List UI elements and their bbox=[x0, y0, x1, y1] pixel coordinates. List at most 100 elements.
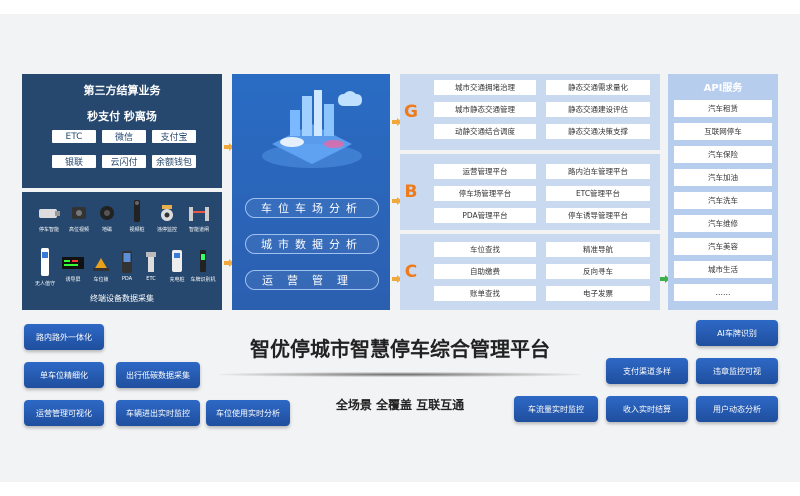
api-item[interactable]: …… bbox=[674, 284, 772, 301]
api-panel: API服务 汽车租赁 互联网停车 汽车保险 汽车加油 汽车洗车 汽车维修 汽车美… bbox=[668, 74, 778, 310]
g-item[interactable]: 城市静态交通管理 bbox=[434, 102, 536, 117]
pay-method-alipay[interactable]: 支付宝 bbox=[152, 130, 196, 143]
feature-button[interactable]: 车辆进出实时监控 bbox=[116, 400, 200, 426]
api-item[interactable]: 互联网停车 bbox=[674, 123, 772, 140]
device-label: 高位视频 bbox=[68, 227, 89, 233]
feature-button[interactable]: 单车位精细化 bbox=[24, 362, 104, 388]
feature-button[interactable]: 车位使用实时分析 bbox=[206, 400, 290, 426]
api-item[interactable]: 城市生活 bbox=[674, 261, 772, 278]
pay-method-etc[interactable]: ETC bbox=[52, 130, 96, 143]
etc-reader-icon bbox=[138, 250, 164, 274]
feature-button[interactable]: 车流量实时监控 bbox=[514, 396, 598, 422]
b-item[interactable]: PDA管理平台 bbox=[434, 208, 536, 223]
pill-operations[interactable]: 运营管理 bbox=[245, 270, 379, 290]
arrow-right-icon bbox=[392, 268, 402, 287]
feature-button[interactable]: 路内路外一体化 bbox=[24, 324, 104, 350]
geomagnetic-icon bbox=[94, 202, 120, 224]
pill-city-data-analysis[interactable]: 城市数据分析 bbox=[245, 234, 379, 254]
device-label: 车位锁 bbox=[93, 277, 109, 283]
led-screen-icon bbox=[60, 252, 86, 274]
device-plate-recognizer: 车牌识别机 bbox=[186, 248, 220, 283]
feature-button[interactable]: 运营管理可视化 bbox=[24, 400, 104, 426]
device-parking-lock: 车位锁 bbox=[84, 252, 118, 283]
payment-subtitle: 秒支付 秒离场 bbox=[87, 110, 157, 123]
feature-button[interactable]: 违章监控可视 bbox=[696, 358, 778, 384]
charger-icon bbox=[164, 248, 190, 274]
device-smart-gate: 智能道闸 bbox=[182, 202, 216, 233]
g-item[interactable]: 静态交通建设评估 bbox=[546, 102, 650, 117]
video-pile-icon bbox=[124, 198, 150, 224]
b-panel: B 运营管理平台 路内泊车管理平台 停车场管理平台 ETC管理平台 PDA管理平… bbox=[400, 154, 660, 230]
api-item[interactable]: 汽车租赁 bbox=[674, 100, 772, 117]
b-item[interactable]: 停车场管理平台 bbox=[434, 186, 536, 201]
device-parking-sensor: 停车智能 bbox=[32, 202, 66, 233]
c-panel: C 车位查找 精准导航 自助缴费 反向寻车 账单查找 电子发票 bbox=[400, 234, 660, 310]
c-item[interactable]: 电子发票 bbox=[546, 286, 650, 301]
api-item[interactable]: 汽车维修 bbox=[674, 215, 772, 232]
pay-method-quickpass[interactable]: 云闪付 bbox=[102, 155, 146, 168]
c-item[interactable]: 精准导航 bbox=[546, 242, 650, 257]
g-item[interactable]: 城市交通拥堵治理 bbox=[434, 80, 536, 95]
device-label: 充电桩 bbox=[169, 277, 185, 283]
api-item[interactable]: 汽车加油 bbox=[674, 169, 772, 186]
feature-button[interactable]: 出行低碳数据采集 bbox=[116, 362, 200, 388]
device-label: 停车智能 bbox=[38, 227, 59, 233]
camera-icon bbox=[36, 202, 62, 224]
c-item[interactable]: 车位查找 bbox=[434, 242, 536, 257]
b-letter: B bbox=[404, 182, 418, 202]
title-divider bbox=[220, 372, 580, 377]
device-charger: 充电桩 bbox=[160, 248, 194, 283]
api-item[interactable]: 汽车洗车 bbox=[674, 192, 772, 209]
c-item[interactable]: 账单查找 bbox=[434, 286, 536, 301]
device-guide-screen: 诱导屏 bbox=[56, 252, 90, 283]
feature-button[interactable]: 支付渠道多样 bbox=[606, 358, 688, 384]
arrow-right-icon bbox=[660, 268, 670, 287]
arrow-right-icon bbox=[224, 252, 234, 271]
device-label: 地磁 bbox=[101, 227, 112, 233]
pay-method-wallet[interactable]: 余额钱包 bbox=[152, 155, 196, 168]
arrow-right-icon bbox=[224, 136, 234, 155]
kiosk-icon bbox=[32, 246, 58, 278]
device-label: 诱导屏 bbox=[65, 277, 81, 283]
feature-button[interactable]: AI车牌识别 bbox=[696, 320, 778, 346]
device-label: PDA bbox=[121, 276, 133, 282]
pay-method-wechat[interactable]: 微信 bbox=[102, 130, 146, 143]
device-video-pile: 视频桩 bbox=[120, 198, 154, 233]
b-item[interactable]: 路内泊车管理平台 bbox=[546, 164, 650, 179]
smart-city-illustration bbox=[252, 84, 372, 178]
arrow-right-icon bbox=[392, 111, 402, 130]
devices-panel: 停车智能 高位视频 地磁 视频桩 违停监控 智能道闸 无人值守 诱导屏 车位锁 … bbox=[22, 192, 222, 310]
analysis-panel: 车位车场分析 城市数据分析 运营管理 bbox=[232, 74, 390, 310]
device-high-video: 高位视频 bbox=[62, 202, 96, 233]
payment-title: 第三方结算业务 bbox=[83, 84, 161, 97]
device-pda: PDA bbox=[110, 250, 144, 282]
pay-method-unionpay[interactable]: 银联 bbox=[52, 155, 96, 168]
device-geomagnetic: 地磁 bbox=[90, 202, 124, 233]
platform-title: 智优停城市智慧停车综合管理平台 bbox=[250, 336, 550, 361]
pda-icon bbox=[114, 250, 140, 274]
device-label: ETC bbox=[146, 276, 156, 282]
b-item[interactable]: 停车诱导管理平台 bbox=[546, 208, 650, 223]
pill-parking-analysis[interactable]: 车位车场分析 bbox=[245, 198, 379, 218]
dome-camera-icon bbox=[154, 202, 180, 224]
device-etc: ETC bbox=[134, 250, 168, 282]
c-item[interactable]: 反向寻车 bbox=[546, 264, 650, 279]
g-item[interactable]: 动静交通结合调度 bbox=[434, 124, 536, 139]
g-item[interactable]: 静态交通需求量化 bbox=[546, 80, 650, 95]
arrow-right-icon bbox=[392, 190, 402, 209]
device-label: 智能道闸 bbox=[188, 227, 209, 233]
parking-lock-icon bbox=[88, 252, 114, 274]
device-label: 违停监控 bbox=[156, 227, 177, 233]
feature-button[interactable]: 收入实时结算 bbox=[606, 396, 688, 422]
c-item[interactable]: 自助缴费 bbox=[434, 264, 536, 279]
api-item[interactable]: 汽车保险 bbox=[674, 146, 772, 163]
device-unmanned: 无人值守 bbox=[28, 246, 62, 287]
feature-button[interactable]: 用户动态分析 bbox=[696, 396, 778, 422]
g-panel: G 城市交通拥堵治理 静态交通需求量化 城市静态交通管理 静态交通建设评估 动静… bbox=[400, 74, 660, 150]
g-item[interactable]: 静态交通决策支撑 bbox=[546, 124, 650, 139]
devices-caption: 终端设备数据采集 bbox=[90, 293, 154, 303]
api-item[interactable]: 汽车美容 bbox=[674, 238, 772, 255]
b-item[interactable]: ETC管理平台 bbox=[546, 186, 650, 201]
b-item[interactable]: 运营管理平台 bbox=[434, 164, 536, 179]
device-violation-monitor: 违停监控 bbox=[150, 202, 184, 233]
